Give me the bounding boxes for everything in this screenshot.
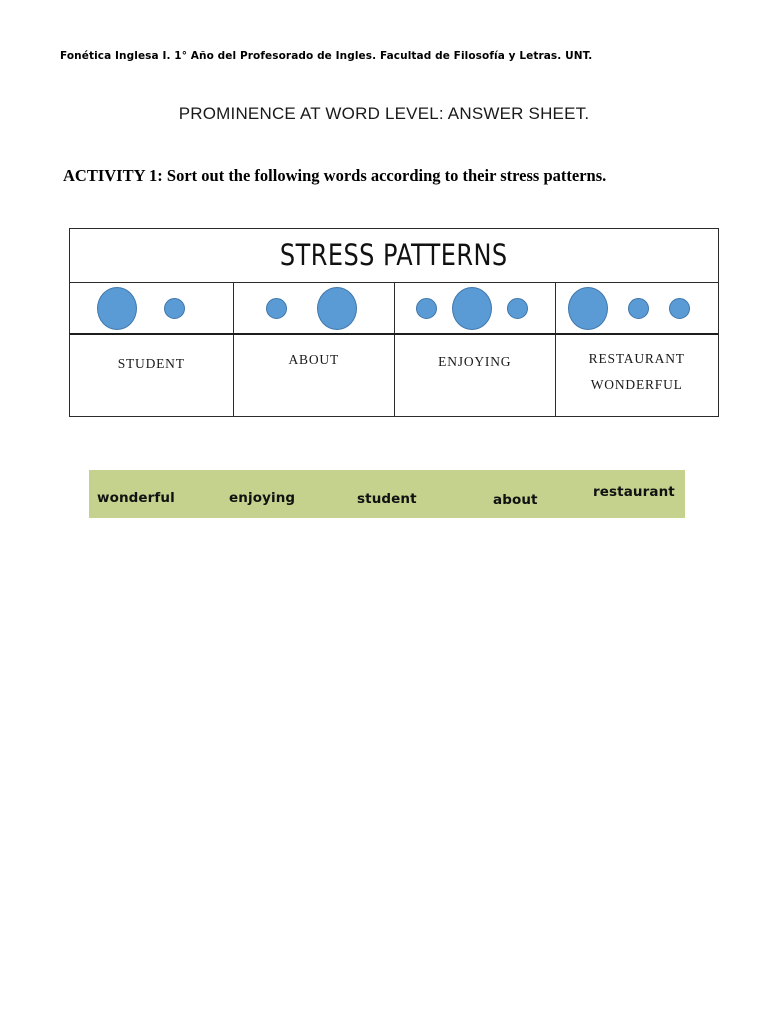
stress-bubble-strong [452,286,492,330]
stress-bubble-weak [668,297,690,319]
activity-instruction: : Sort out the following words according… [157,166,607,185]
word-bank-item[interactable]: enjoying [229,490,296,506]
stress-pattern-bubble-row [70,283,718,335]
bubble-cell-2 [234,283,395,333]
word-cell-2[interactable]: ABOUT [234,335,395,416]
word-bank-item[interactable]: about [493,492,538,508]
stress-bubble-weak [416,297,437,319]
table-header-row: STRESS PATTERNS [70,229,718,283]
answer-word: WONDERFUL [590,377,683,393]
answer-word: STUDENT [117,356,185,371]
word-cell-1[interactable]: STUDENT [70,335,234,416]
page-title: PROMINENCE AT WORD LEVEL: ANSWER SHEET. [178,104,590,123]
stress-bubble-weak [507,297,528,319]
stress-bubble-weak [627,297,649,319]
stress-pattern-word-row: STUDENT ABOUT ENJOYING RESTAURANT WONDER… [70,335,718,416]
answer-word: ENJOYING [438,354,512,369]
table-header-title: STRESS PATTERNS [280,238,508,272]
word-bank-banner: wonderful enjoying student about restaur… [89,470,685,518]
course-header-line: Fonética Inglesa I. 1° Año del Profesora… [60,50,593,62]
word-cell-3[interactable]: ENJOYING [395,335,556,416]
bubble-cell-4 [556,283,719,333]
bubble-cell-1 [70,283,234,333]
word-cell-4[interactable]: RESTAURANT WONDERFUL [556,335,719,416]
word-bank-item[interactable]: wonderful [97,490,175,506]
word-bank-item[interactable]: student [357,491,417,507]
stress-patterns-table: STRESS PATTERNS [69,228,719,417]
stress-bubble-strong [316,286,357,330]
answer-word: RESTAURANT [588,351,685,366]
activity-prompt: ACTIVITY 1: Sort out the following words… [63,166,606,186]
answer-word: ABOUT [288,352,339,367]
stress-bubble-weak [164,297,185,319]
activity-label: ACTIVITY 1 [63,166,158,185]
stress-bubble-strong [567,286,608,330]
bubble-cell-3 [395,283,556,333]
word-bank-item[interactable]: restaurant [593,484,675,500]
stress-bubble-weak [265,297,287,319]
stress-bubble-strong [97,286,137,330]
